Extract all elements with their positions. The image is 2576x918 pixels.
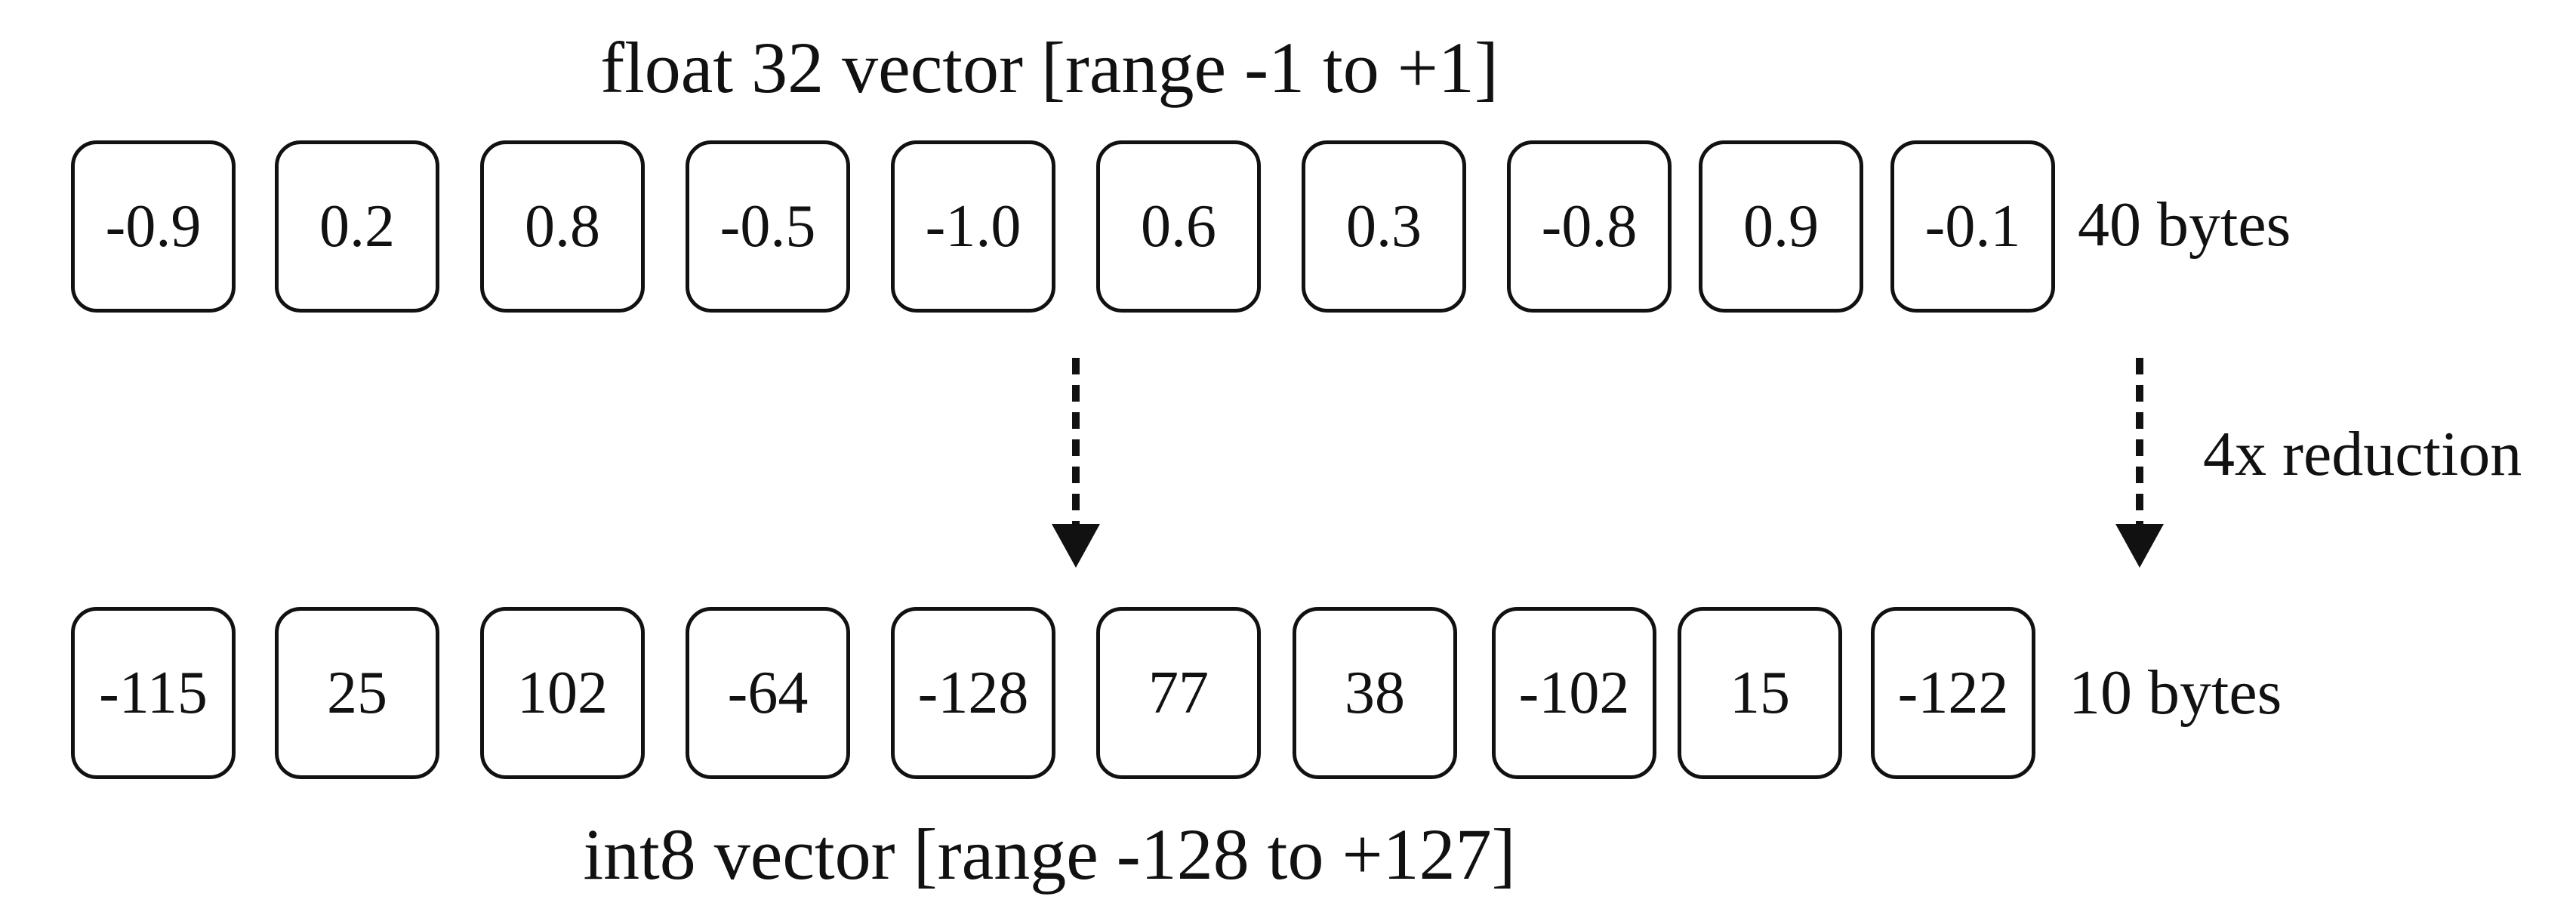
int8-value-cell: 77 [1096, 607, 1261, 779]
int8-value-cell: 38 [1293, 607, 1457, 779]
int8-value-cell: 102 [480, 607, 645, 779]
reduction-arrow-right [2115, 358, 2164, 568]
float32-size-label: 40 bytes [2078, 189, 2291, 260]
float32-value-cell: -0.9 [71, 140, 236, 313]
float32-value-cell: -0.1 [1890, 140, 2055, 313]
float32-value-cell: 0.8 [480, 140, 645, 313]
float32-value-cell: -1.0 [891, 140, 1055, 313]
int8-value-cell: -115 [71, 607, 236, 779]
float32-value-cell: -0.8 [1507, 140, 1672, 313]
int8-value-cell: 25 [275, 607, 439, 779]
float32-value-cell: 0.3 [1302, 140, 1466, 313]
int8-vector-title: int8 vector [range -128 to +127] [583, 814, 1516, 895]
int8-value-cell: 15 [1678, 607, 1842, 779]
int8-value-cell: -128 [891, 607, 1055, 779]
float32-value-cell: 0.9 [1699, 140, 1863, 313]
int8-value-cell: -122 [1871, 607, 2035, 779]
float32-value-cell: 0.6 [1096, 140, 1261, 313]
float32-value-cell: -0.5 [686, 140, 850, 313]
reduction-label: 4x reduction [2203, 419, 2522, 489]
float32-value-cell: 0.2 [275, 140, 439, 313]
int8-value-cell: -102 [1492, 607, 1656, 779]
int8-value-cell: -64 [686, 607, 850, 779]
int8-size-label: 10 bytes [2069, 658, 2282, 728]
float32-vector-title: float 32 vector [range -1 to +1] [600, 27, 1499, 108]
quantize-arrow-left [1052, 358, 1100, 568]
